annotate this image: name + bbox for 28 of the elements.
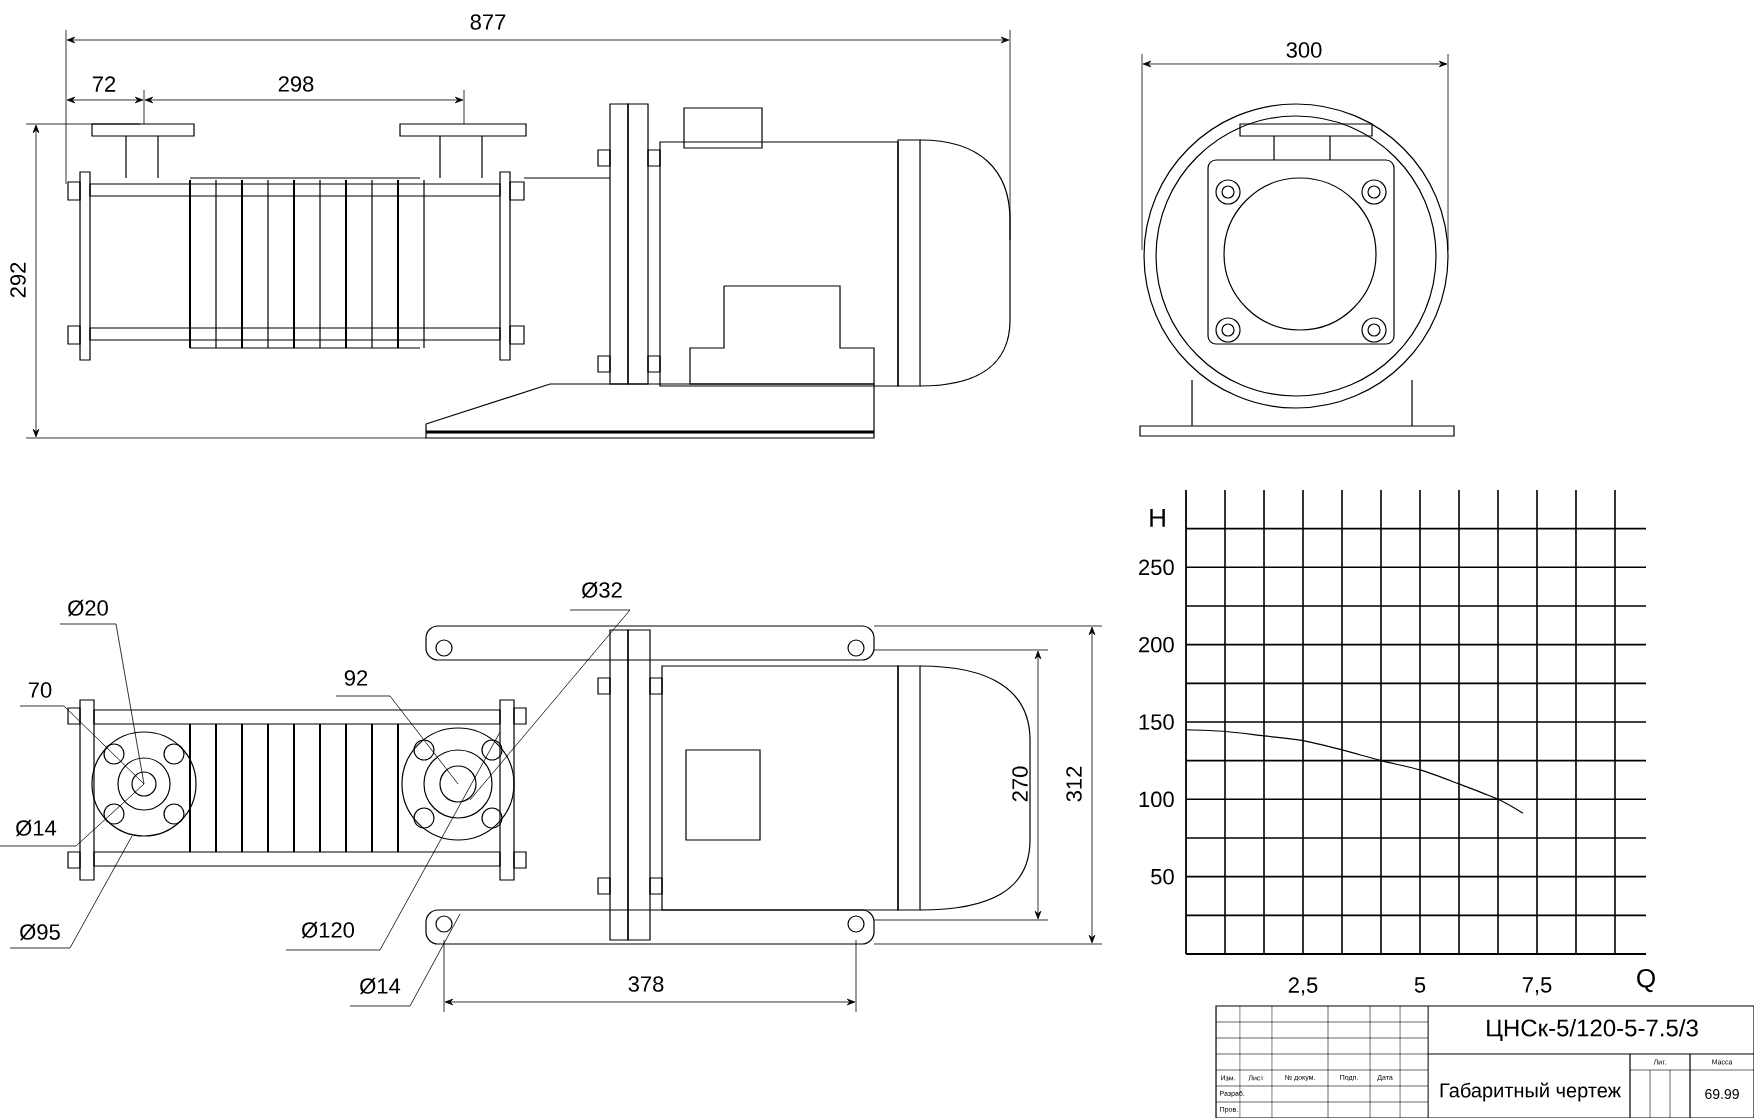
dimension-label: 72 <box>92 76 116 92</box>
y-axis-title: H <box>1150 508 1165 527</box>
dimension-label: Ø20 <box>67 599 108 617</box>
dimension-label: Ø95 <box>19 923 60 941</box>
x-tick-label: 2,5 <box>1288 977 1318 996</box>
x-tick-label: 7,5 <box>1522 977 1552 996</box>
y-tick-label: 50 <box>1151 868 1174 885</box>
dimension-label: Ø14 <box>15 819 57 837</box>
dimension-label: 292 <box>10 262 26 298</box>
y-tick-label: 200 <box>1139 636 1174 653</box>
dimension-label: 270 <box>1012 766 1028 802</box>
dimension-label: Ø32 <box>581 581 622 599</box>
dimension-label: 298 <box>278 76 314 92</box>
y-tick-label: 100 <box>1139 791 1174 808</box>
dimension-label: Ø14 <box>359 977 401 995</box>
dimension-label: Ø120 <box>301 921 355 939</box>
x-axis-title: Q <box>1637 969 1655 993</box>
dimension-label: 92 <box>344 670 368 686</box>
y-tick-label: 250 <box>1139 559 1174 576</box>
dimension-label: 877 <box>470 14 506 30</box>
dimension-label: 312 <box>1066 766 1082 802</box>
drawing-designation: ЦНСк-5/120-5-7.5/3 <box>1487 1018 1698 1042</box>
dimension-label: 70 <box>28 682 52 698</box>
dimension-label: 378 <box>628 976 664 992</box>
x-tick-label: 5 <box>1414 977 1426 993</box>
dimension-label: 300 <box>1286 42 1322 58</box>
drawing-title: Габаритный чертеж <box>1440 1082 1621 1102</box>
y-tick-label: 150 <box>1139 714 1174 730</box>
